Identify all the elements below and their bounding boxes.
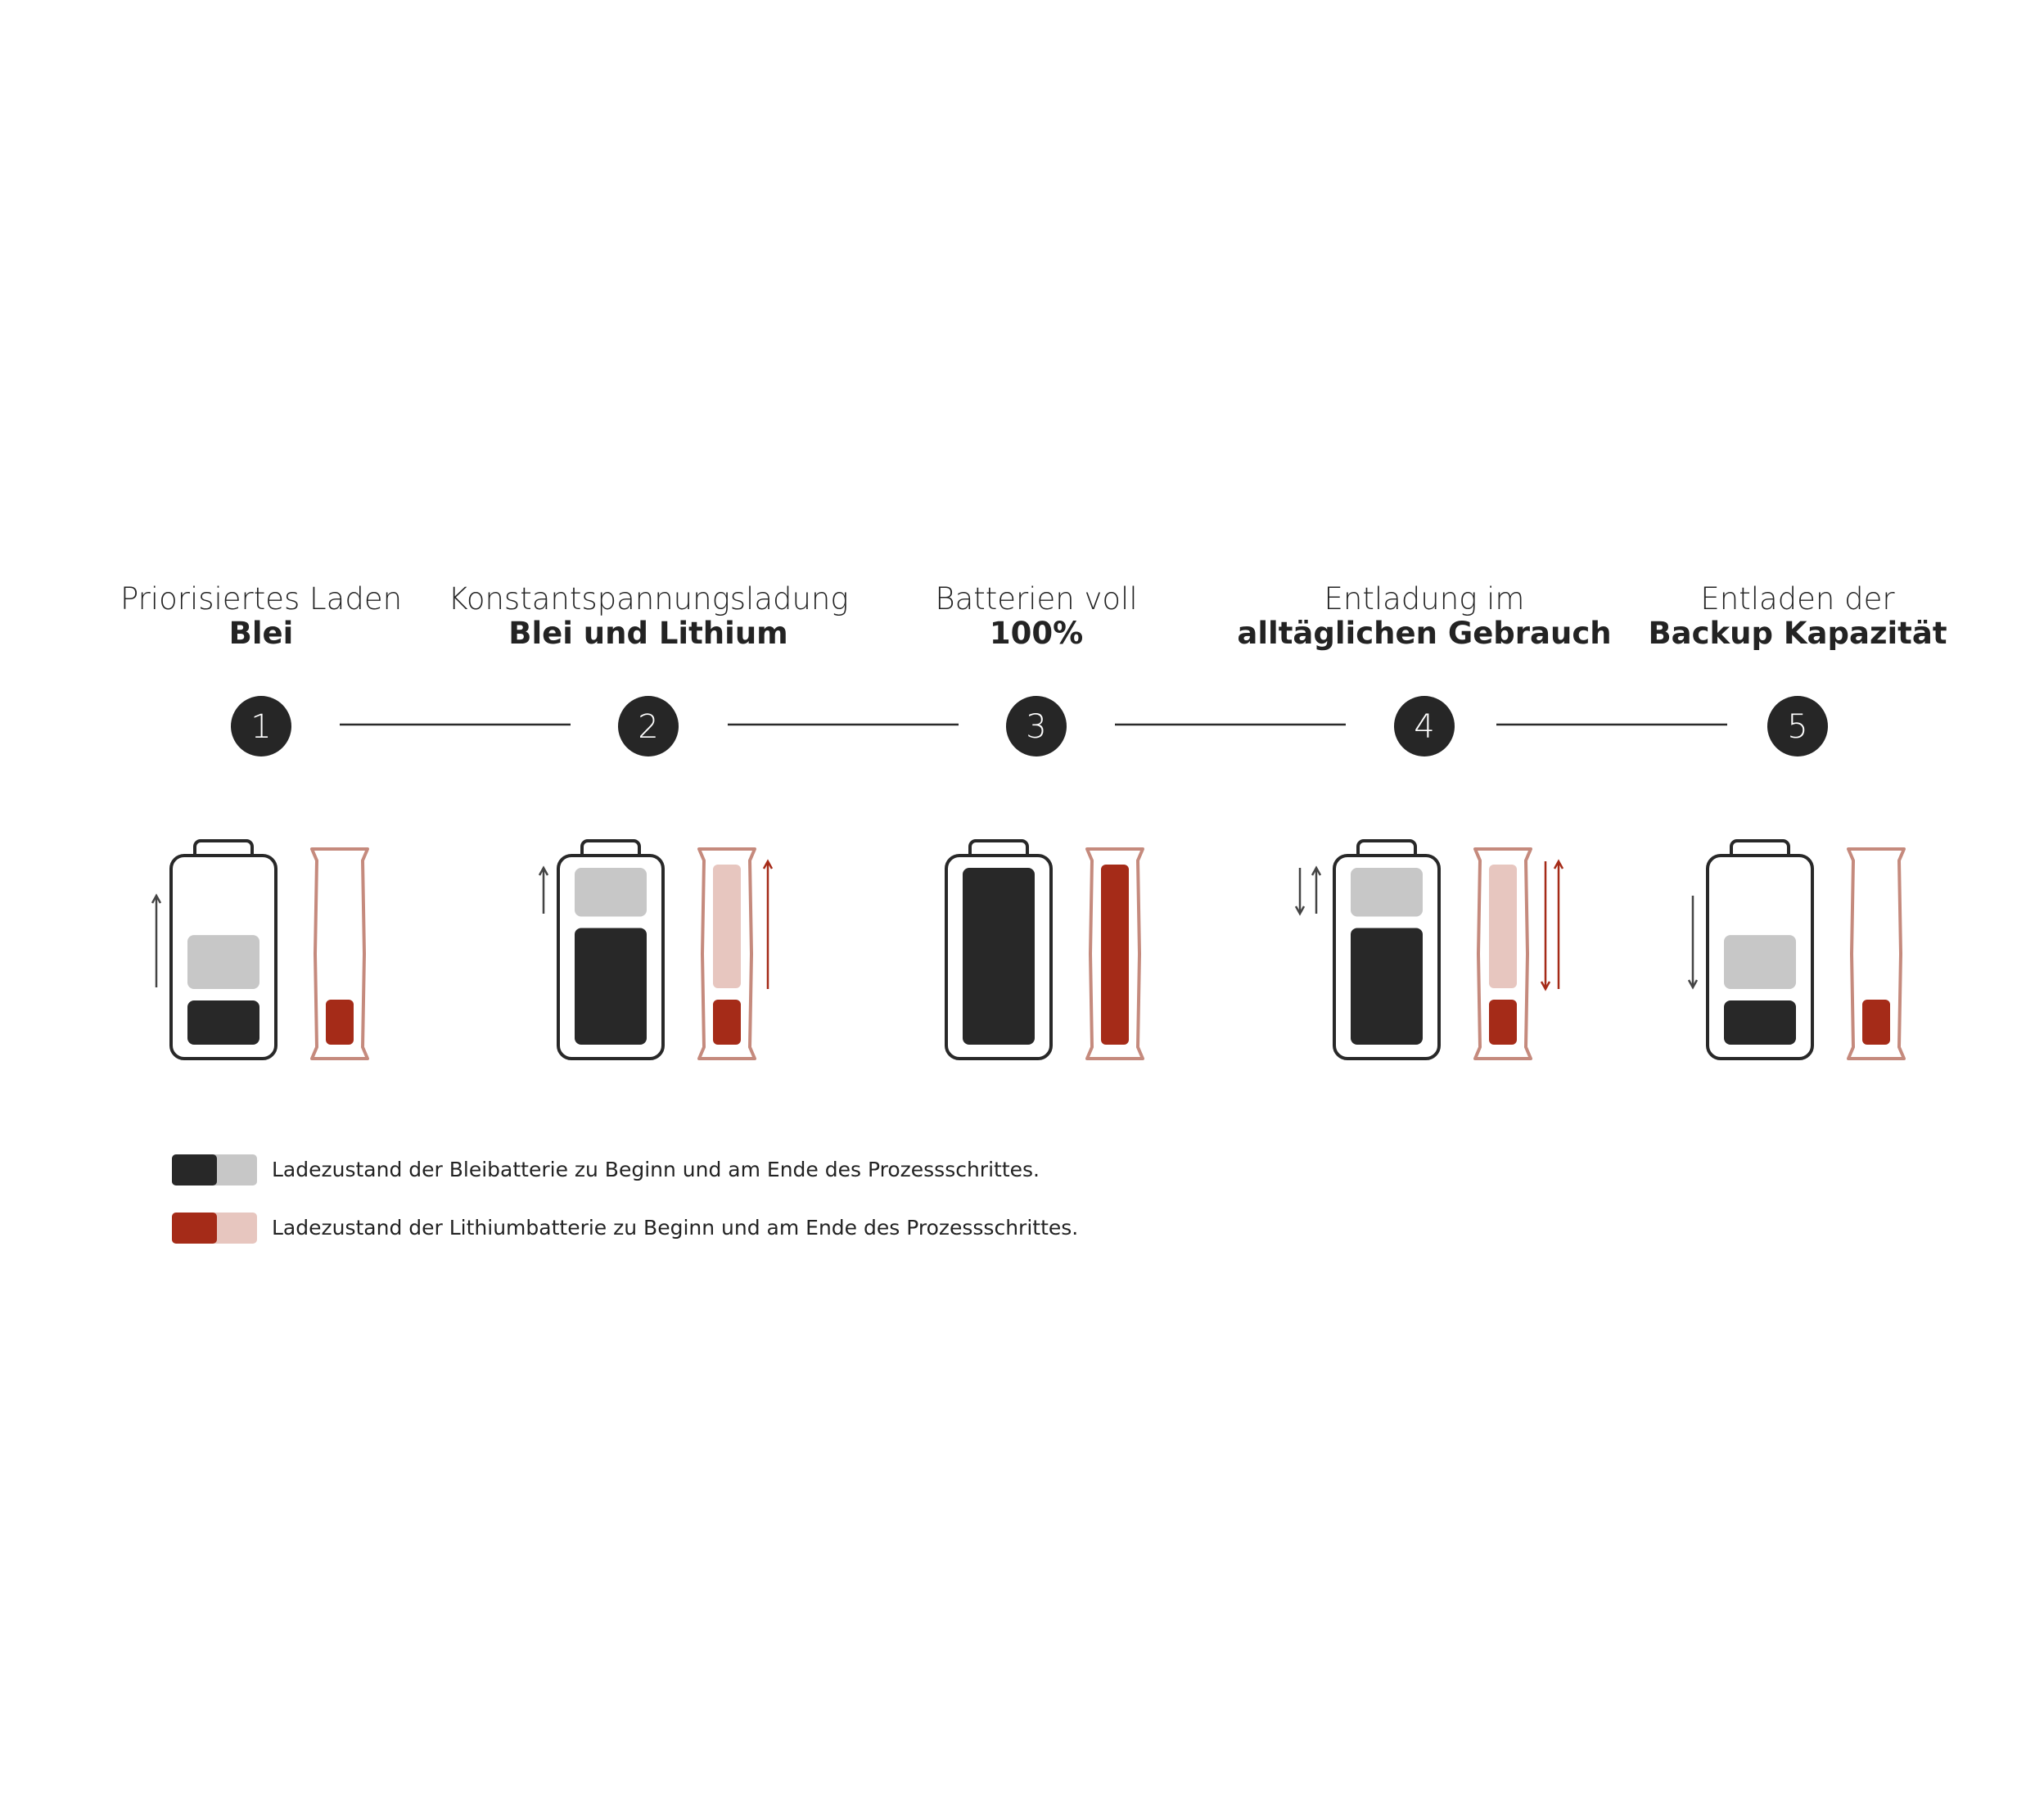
step-title: Entladen der: [1700, 581, 1895, 616]
step-number-badge: [231, 696, 291, 756]
lead-charge-end-level: [1351, 868, 1423, 917]
lead-battery-icon: [1687, 839, 1814, 1060]
lead-arrow: [1294, 868, 1306, 916]
lead-arrow: [1687, 896, 1699, 990]
step-number-badge: [1767, 696, 1828, 756]
step-number: 3: [1026, 708, 1046, 746]
lithium-charge-level: [1101, 865, 1129, 1045]
lead-battery-icon: [151, 839, 277, 1060]
arrow-down-icon: [1540, 981, 1551, 991]
legend-swatch-start: [172, 1154, 217, 1186]
lithium-battery-icon: [697, 847, 774, 1060]
arrow-up-icon: [1553, 859, 1564, 869]
lithium-charge-level: [1862, 1000, 1890, 1045]
lithium-arrow: [762, 859, 774, 989]
step-subtitle: Backup Kapazität: [1648, 616, 1947, 651]
lead-charge-end-level: [575, 868, 647, 917]
lead-charge-start-level: [1724, 1000, 1796, 1045]
lead-charge-start-level: [1351, 928, 1423, 1045]
step-subtitle: Blei und Lithium: [508, 616, 787, 651]
step-title: Konstantspannungsladung: [448, 581, 848, 616]
lithium-charge-start-level: [713, 1000, 741, 1045]
lead-arrow: [1311, 865, 1322, 914]
lead-charge-end-level: [1724, 935, 1796, 989]
step-number: 1: [250, 708, 271, 746]
arrow-down-icon: [1687, 979, 1699, 990]
step-number: 2: [638, 708, 658, 746]
lithium-arrow: [1540, 861, 1551, 991]
arrow-up-icon: [1311, 865, 1322, 876]
lead-charge-start-level: [575, 928, 647, 1045]
arrow-up-icon: [538, 865, 549, 876]
lithium-battery-icon: [1847, 847, 1906, 1060]
step-number: 4: [1414, 708, 1434, 746]
step-number: 5: [1787, 708, 1807, 746]
lead-arrow: [538, 865, 549, 914]
legend-label: Ladezustand der Bleibatterie zu Beginn u…: [272, 1158, 1040, 1181]
lead-battery-icon: [1294, 839, 1441, 1060]
lead-charge-start-level: [187, 1000, 259, 1045]
lithium-charge-end-level: [1489, 865, 1517, 988]
arrow-up-icon: [151, 893, 162, 904]
lithium-charge-level: [326, 1000, 354, 1045]
lead-charge-end-level: [187, 935, 259, 989]
lead-battery-icon: [538, 839, 665, 1060]
step-title: Entladung im: [1324, 581, 1525, 616]
lithium-charge-start-level: [1489, 1000, 1517, 1045]
step-title: Priorisiertes Laden: [120, 581, 402, 616]
lithium-charge-end-level: [713, 865, 741, 988]
lithium-battery-icon: [310, 847, 369, 1060]
lead-arrow: [151, 893, 162, 987]
step-title: Batterien voll: [935, 581, 1137, 616]
lithium-battery-icon: [1473, 847, 1564, 1060]
step-subtitle: Blei: [229, 616, 294, 651]
lead-battery-icon: [945, 839, 1053, 1060]
step-number-badge: [1394, 696, 1455, 756]
lead-charge-level: [963, 868, 1035, 1045]
step-subtitle: alltäglichen Gebrauch: [1237, 616, 1611, 651]
legend: Ladezustand der Bleibatterie zu Beginn u…: [172, 1154, 1078, 1244]
lithium-arrow: [1553, 859, 1564, 989]
legend-swatch-start: [172, 1213, 217, 1244]
arrow-down-icon: [1294, 906, 1306, 916]
legend-label: Ladezustand der Lithiumbatterie zu Begin…: [272, 1216, 1078, 1240]
lithium-battery-icon: [1085, 847, 1144, 1060]
step-number-badge: [618, 696, 679, 756]
legend-item: Ladezustand der Bleibatterie zu Beginn u…: [172, 1154, 1040, 1186]
step-number-badge: [1006, 696, 1067, 756]
legend-item: Ladezustand der Lithiumbatterie zu Begin…: [172, 1213, 1078, 1244]
arrow-up-icon: [762, 859, 774, 869]
step-subtitle: 100%: [990, 616, 1083, 651]
